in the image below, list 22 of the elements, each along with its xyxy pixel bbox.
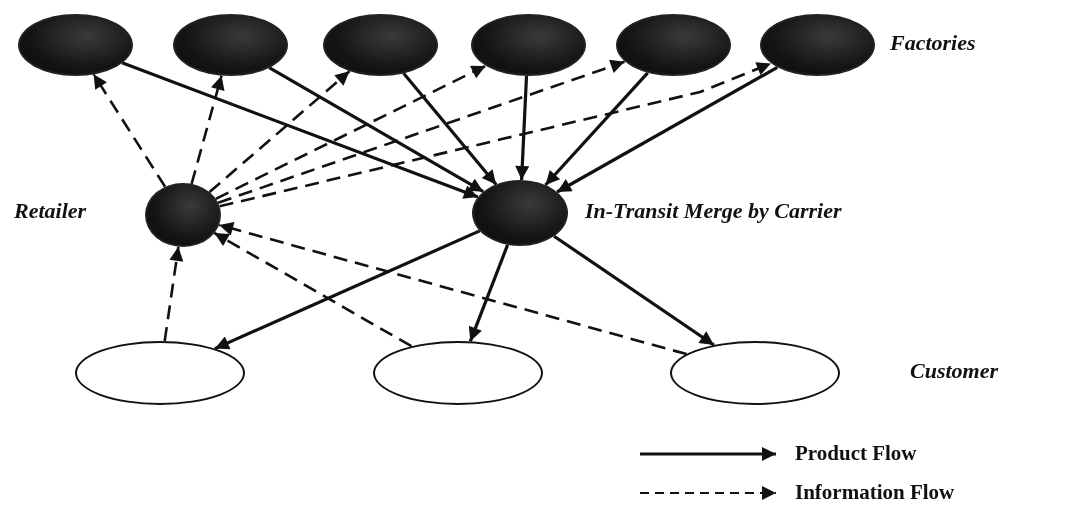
dashed-arrow — [208, 70, 351, 194]
arrow — [121, 61, 479, 199]
group-label: Factories — [890, 30, 976, 56]
node-label: In-Transit Merge by Carrier — [585, 198, 842, 224]
node-label: Retailer — [14, 198, 87, 224]
dashed-arrow — [217, 59, 626, 205]
arrow — [553, 234, 715, 347]
arrow — [268, 66, 485, 194]
arrow — [515, 75, 530, 181]
dashed-arrow — [219, 62, 772, 208]
arrow — [556, 66, 779, 194]
dashed-arrow — [190, 75, 225, 185]
group-label: Customer — [910, 358, 999, 384]
legend-label: Information Flow — [795, 480, 955, 505]
dashed-arrow — [213, 231, 413, 348]
arrow — [468, 244, 510, 342]
filled-ellipse — [472, 180, 568, 246]
dashed-arrow — [92, 73, 167, 188]
legend-label: Product Flow — [795, 441, 917, 466]
dashed-arrow — [215, 64, 487, 200]
dashed-arrow — [163, 246, 184, 342]
dashed-arrow — [218, 222, 687, 356]
